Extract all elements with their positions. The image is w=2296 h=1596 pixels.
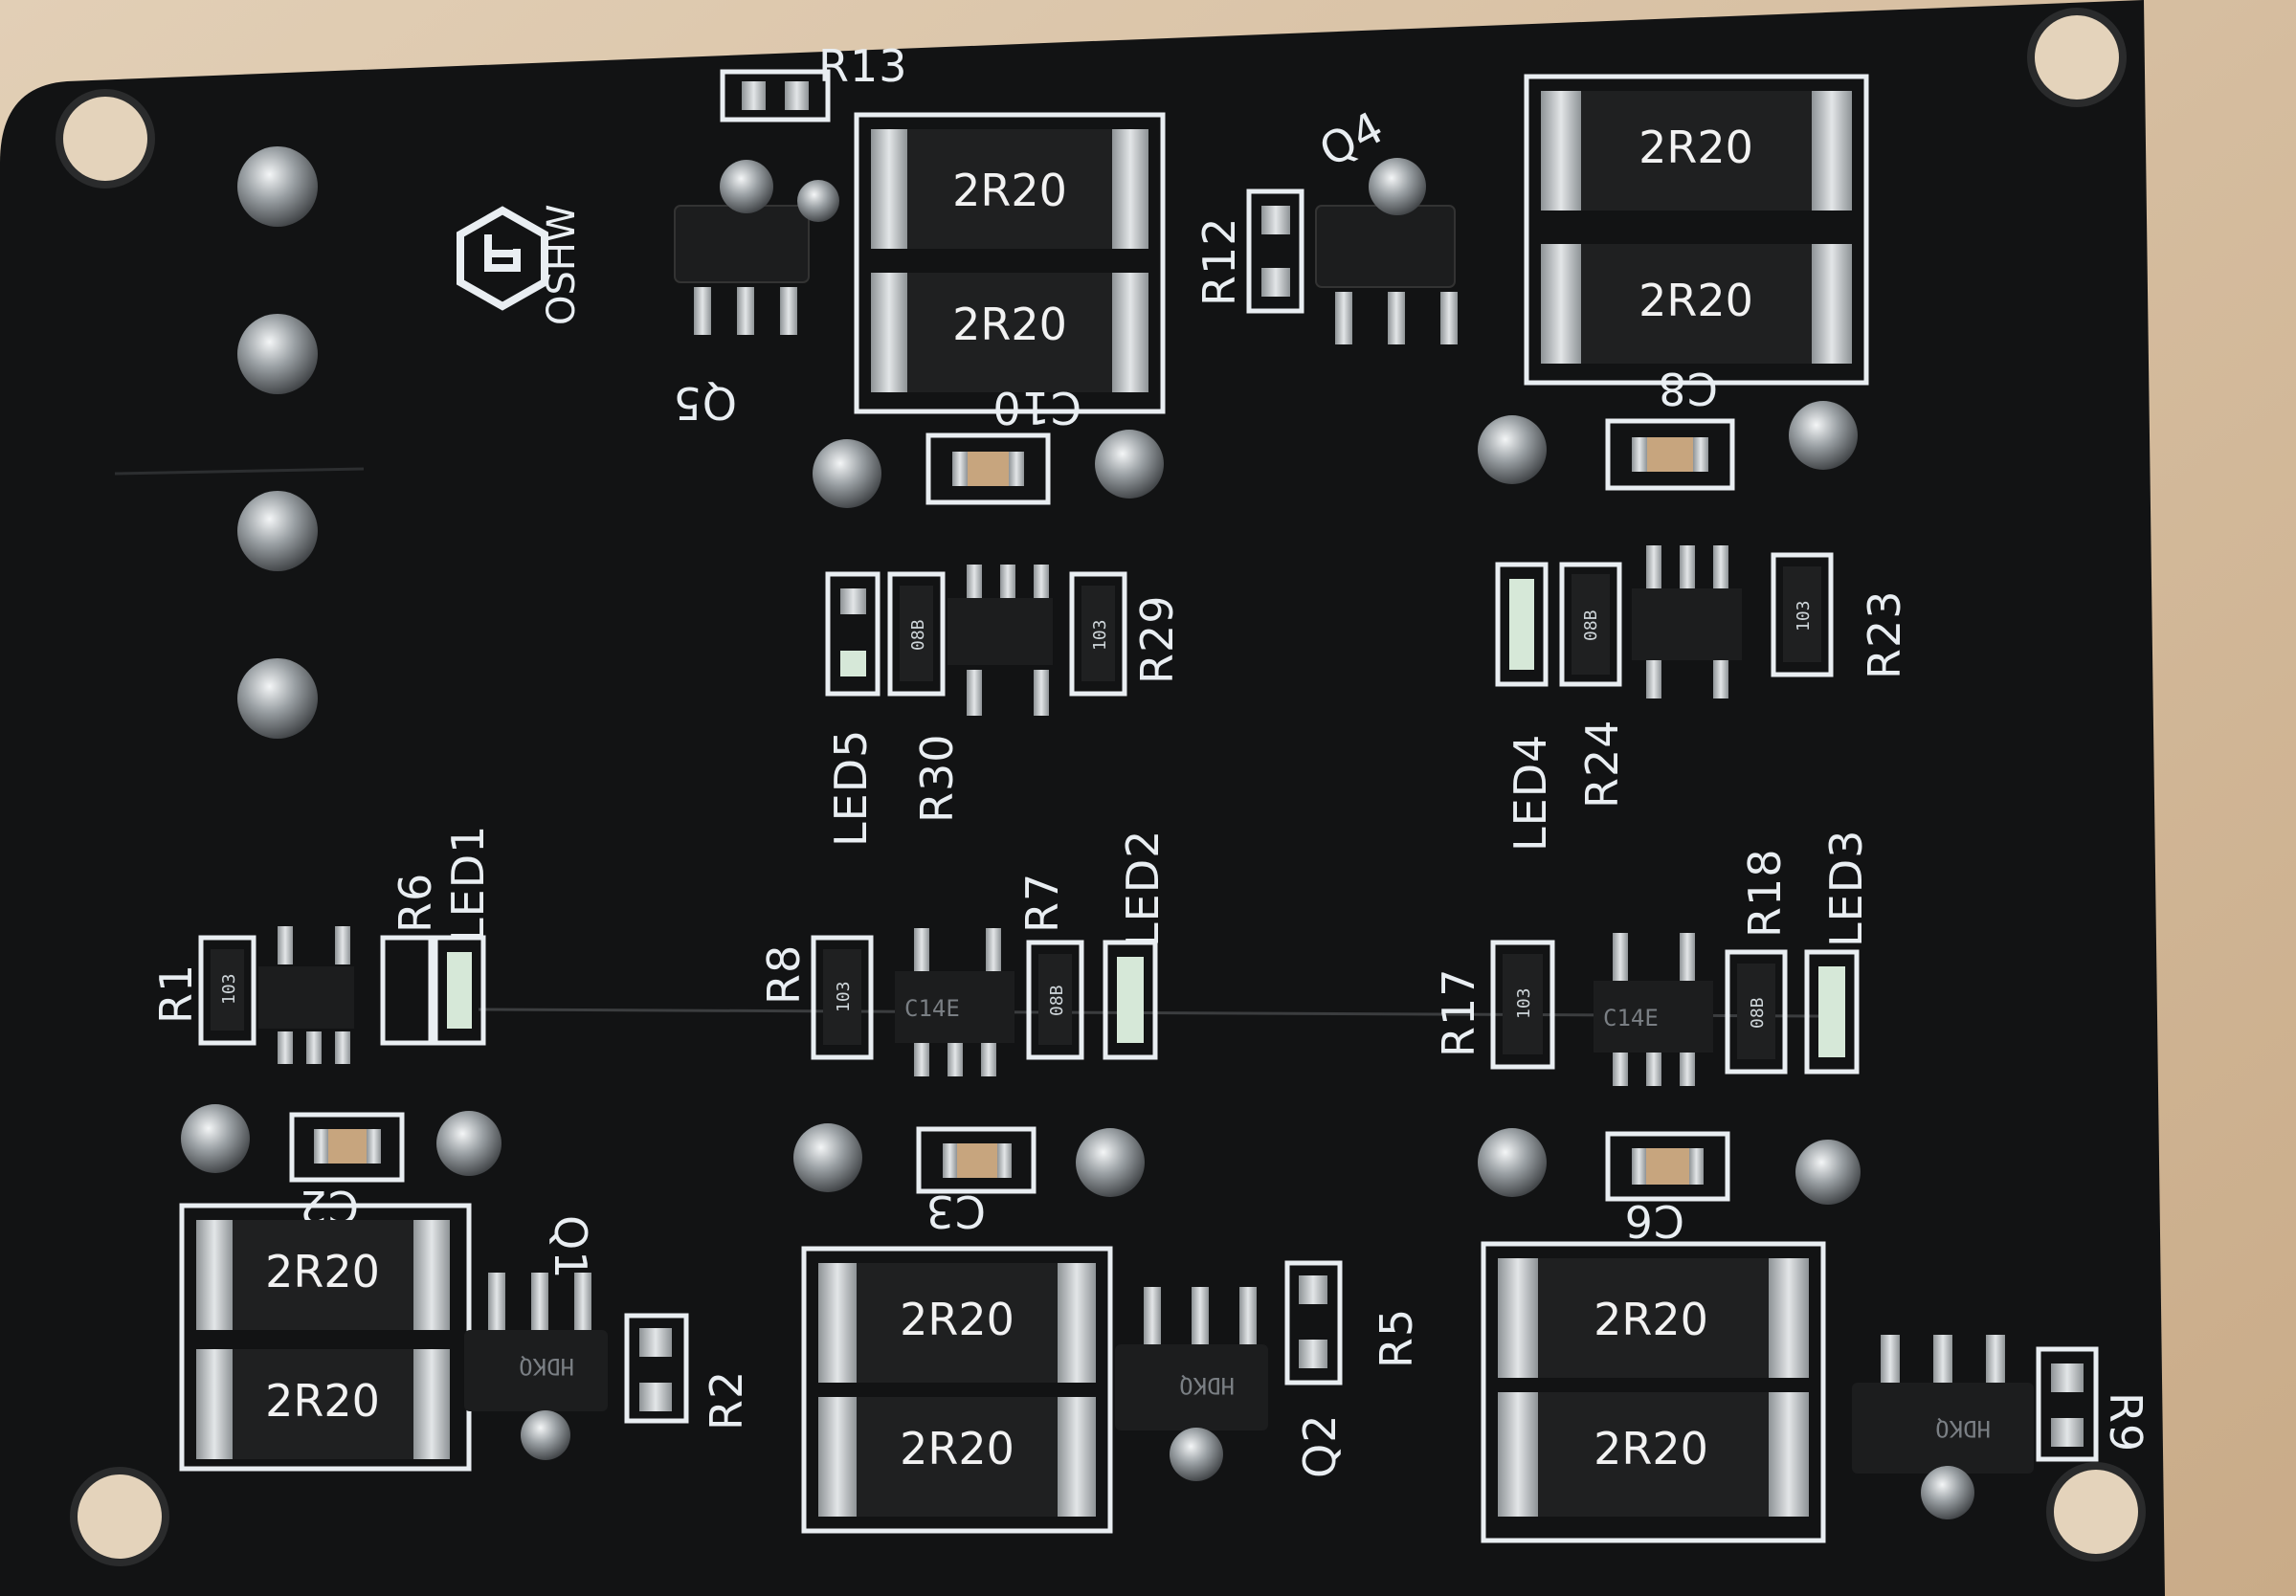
oshw-hex-logo-icon [457, 206, 548, 311]
designator-r24: R24 [1576, 720, 1628, 809]
center-row-group: 103 C14E 08B R8 R7 LED2 [758, 830, 1169, 1076]
designator-r30: R30 [911, 734, 963, 824]
designator-led5: LED5 [825, 729, 877, 847]
mounting-hole-icon [70, 1467, 169, 1566]
designator-c3: C3 [925, 1186, 986, 1237]
left-row-group: 103 R1 R6 LED1 [150, 825, 494, 1064]
resistor-label: 2R20 [265, 1246, 380, 1297]
designator-led2: LED2 [1117, 830, 1169, 947]
code-label: 103 [219, 973, 239, 1005]
middle-right-group: 08B 103 LED4 R24 R23 [1495, 545, 1910, 852]
mounting-hole-icon [56, 89, 155, 188]
code-label: 08B [1581, 610, 1601, 641]
right-row-group: 103 C14E 08B R17 R18 LED3 [1433, 830, 1872, 1086]
code-label: 08B [908, 619, 928, 651]
designator-c6: C6 [1624, 1195, 1684, 1247]
resistor-label: 2R20 [952, 299, 1067, 350]
code-label: 103 [1514, 987, 1534, 1019]
logo-text: OSHW [540, 204, 584, 325]
resistor-label: 2R20 [1638, 275, 1753, 326]
bottom-center-group: C3 2R20 2R20 HDKQ Q2 R5 [793, 1123, 1422, 1534]
designator-r7: R7 [1016, 873, 1068, 933]
designator-r6: R6 [390, 873, 441, 933]
bottom-right-group: C6 2R20 2R20 HDKQ R9 [1478, 1128, 2151, 1543]
code-label: 103 [1090, 619, 1110, 651]
designator-r8: R8 [758, 944, 810, 1005]
designator-c10: C10 [992, 382, 1081, 433]
designator-r9: R9 [2100, 1392, 2151, 1452]
mounting-hole-icon [2046, 1462, 2146, 1562]
code-label: 08B [1047, 985, 1067, 1016]
resistor-label: 2R20 [952, 165, 1067, 216]
code-label: 103 [1794, 600, 1814, 632]
resistor-label: 2R20 [900, 1294, 1014, 1345]
ic-label: HDKQ [1935, 1415, 1991, 1442]
designator-q5: Q5 [673, 377, 737, 429]
resistor-label: 2R20 [1594, 1423, 1708, 1474]
designator-r1: R1 [150, 964, 202, 1024]
ic-label: C14E [1603, 1005, 1659, 1031]
designator-r18: R18 [1739, 849, 1791, 939]
oshw-logo: OSHW [457, 204, 584, 325]
middle-left-group: 08B 103 LED5 R30 R29 [825, 565, 1183, 847]
designator-led1: LED1 [442, 825, 494, 942]
top-left-group: R13 Q5 2R20 2R20 C10 [673, 40, 1166, 508]
resistor-label: 2R20 [1638, 122, 1753, 173]
designator-r13: R13 [818, 40, 908, 92]
designator-q2: Q2 [1294, 1414, 1346, 1478]
designator-r29: R29 [1131, 595, 1183, 685]
ic-label: HDKQ [519, 1353, 574, 1380]
trace-line [114, 467, 365, 476]
mounting-hole-icon [2027, 8, 2127, 107]
ic-label: C14E [904, 995, 960, 1022]
designator-led3: LED3 [1820, 830, 1872, 947]
designator-led4: LED4 [1505, 734, 1556, 852]
resistor-label: 2R20 [265, 1375, 380, 1427]
designator-q1: Q1 [545, 1215, 596, 1279]
resistor-label: 2R20 [1594, 1294, 1708, 1345]
bottom-left-group: C2 2R20 2R20 HDKQ Q1 R2 [179, 1104, 752, 1472]
designator-r17: R17 [1433, 968, 1484, 1058]
designator-c8: C8 [1658, 363, 1718, 414]
designator-r23: R23 [1859, 590, 1910, 680]
designator-r12: R12 [1193, 217, 1245, 307]
designator-r2: R2 [701, 1370, 752, 1430]
code-label: 103 [834, 981, 854, 1012]
edge-connector [237, 146, 318, 739]
code-label: 08B [1748, 997, 1768, 1029]
designator-r5: R5 [1371, 1308, 1422, 1368]
ic-label: HDKQ [1179, 1372, 1235, 1399]
resistor-label: 2R20 [900, 1423, 1014, 1474]
